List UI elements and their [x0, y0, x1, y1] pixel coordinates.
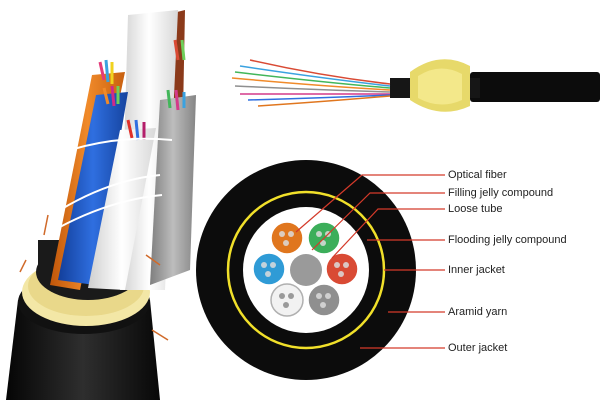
- label-loose-tube: Loose tube: [448, 203, 503, 215]
- label-outer-jacket: Outer jacket: [448, 342, 508, 354]
- label-filling-jelly-compound: Filling jelly compound: [448, 187, 554, 199]
- label-flooding-jelly-compound: Flooding jelly compound: [448, 234, 567, 246]
- label-inner-jacket: Inner jacket: [448, 264, 505, 276]
- label-optical-fiber: Optical fiber: [448, 169, 507, 181]
- label-aramid-yarn: Aramid yarn: [448, 306, 508, 318]
- stripped-cable-icon: [231, 59, 600, 112]
- cable-cutaway-icon: [6, 10, 196, 400]
